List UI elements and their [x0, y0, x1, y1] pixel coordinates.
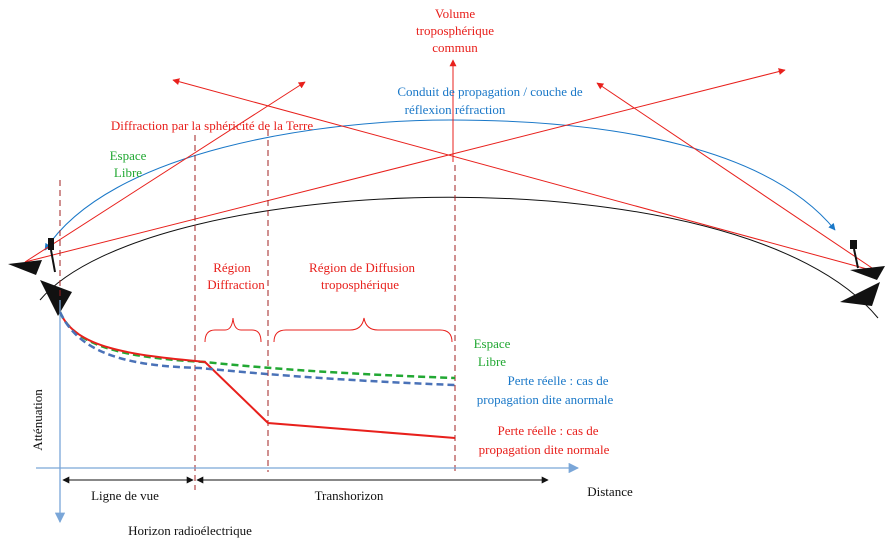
distance-axis-label: Distance: [587, 484, 633, 499]
ray-right-up: [596, 82, 879, 273]
ray-right-to-left-up: [172, 78, 879, 273]
curve-real-loss-normal: [59, 311, 456, 439]
conduit-label-1: Conduit de propagation / couche de: [397, 84, 582, 99]
region-diffraction-2: Diffraction: [207, 277, 265, 292]
espace-libre-top-1: Espace: [110, 148, 147, 163]
earth-curve: [39, 196, 879, 319]
volume-label-3: commun: [432, 40, 478, 55]
horizon-radio-label: Horizon radioélectrique: [128, 523, 252, 538]
perte-normale-2: propagation dite normale: [479, 442, 610, 457]
duct-arc: [44, 119, 836, 251]
ray-left-up: [24, 81, 306, 263]
ligne-de-vue-label: Ligne de vue: [91, 488, 159, 503]
volume-label-1: Volume: [435, 6, 475, 21]
brace-diffraction: [204, 317, 262, 343]
transhorizon-label: Transhorizon: [315, 488, 384, 503]
perte-anormale-2: propagation dite anormale: [477, 392, 614, 407]
perte-anormale-1: Perte réelle : cas de: [507, 373, 608, 388]
volume-label-2: troposphérique: [416, 23, 494, 38]
espace-libre-right-2: Libre: [478, 354, 506, 369]
diffraction-terre-label: Diffraction par la sphéricité de la Terr…: [111, 118, 313, 133]
brace-diffusion: [273, 317, 453, 343]
antenna-right-icon: [840, 240, 885, 306]
curve-free-space: [58, 311, 456, 380]
antenna-left-icon: [8, 238, 72, 316]
conduit-label-2: réflexion réfraction: [405, 102, 506, 117]
attenuation-axis-label: Atténuation: [30, 389, 45, 451]
region-diffraction-1: Région: [213, 260, 251, 275]
ray-left-to-right-up: [24, 68, 786, 263]
espace-libre-top-2: Libre: [114, 165, 142, 180]
espace-libre-right-1: Espace: [474, 336, 511, 351]
region-diffusion-2: troposphérique: [321, 277, 399, 292]
region-diffusion-1: Région de Diffusion: [309, 260, 415, 275]
curve-real-loss-anomalous: [58, 311, 456, 387]
perte-normale-1: Perte réelle : cas de: [497, 423, 598, 438]
